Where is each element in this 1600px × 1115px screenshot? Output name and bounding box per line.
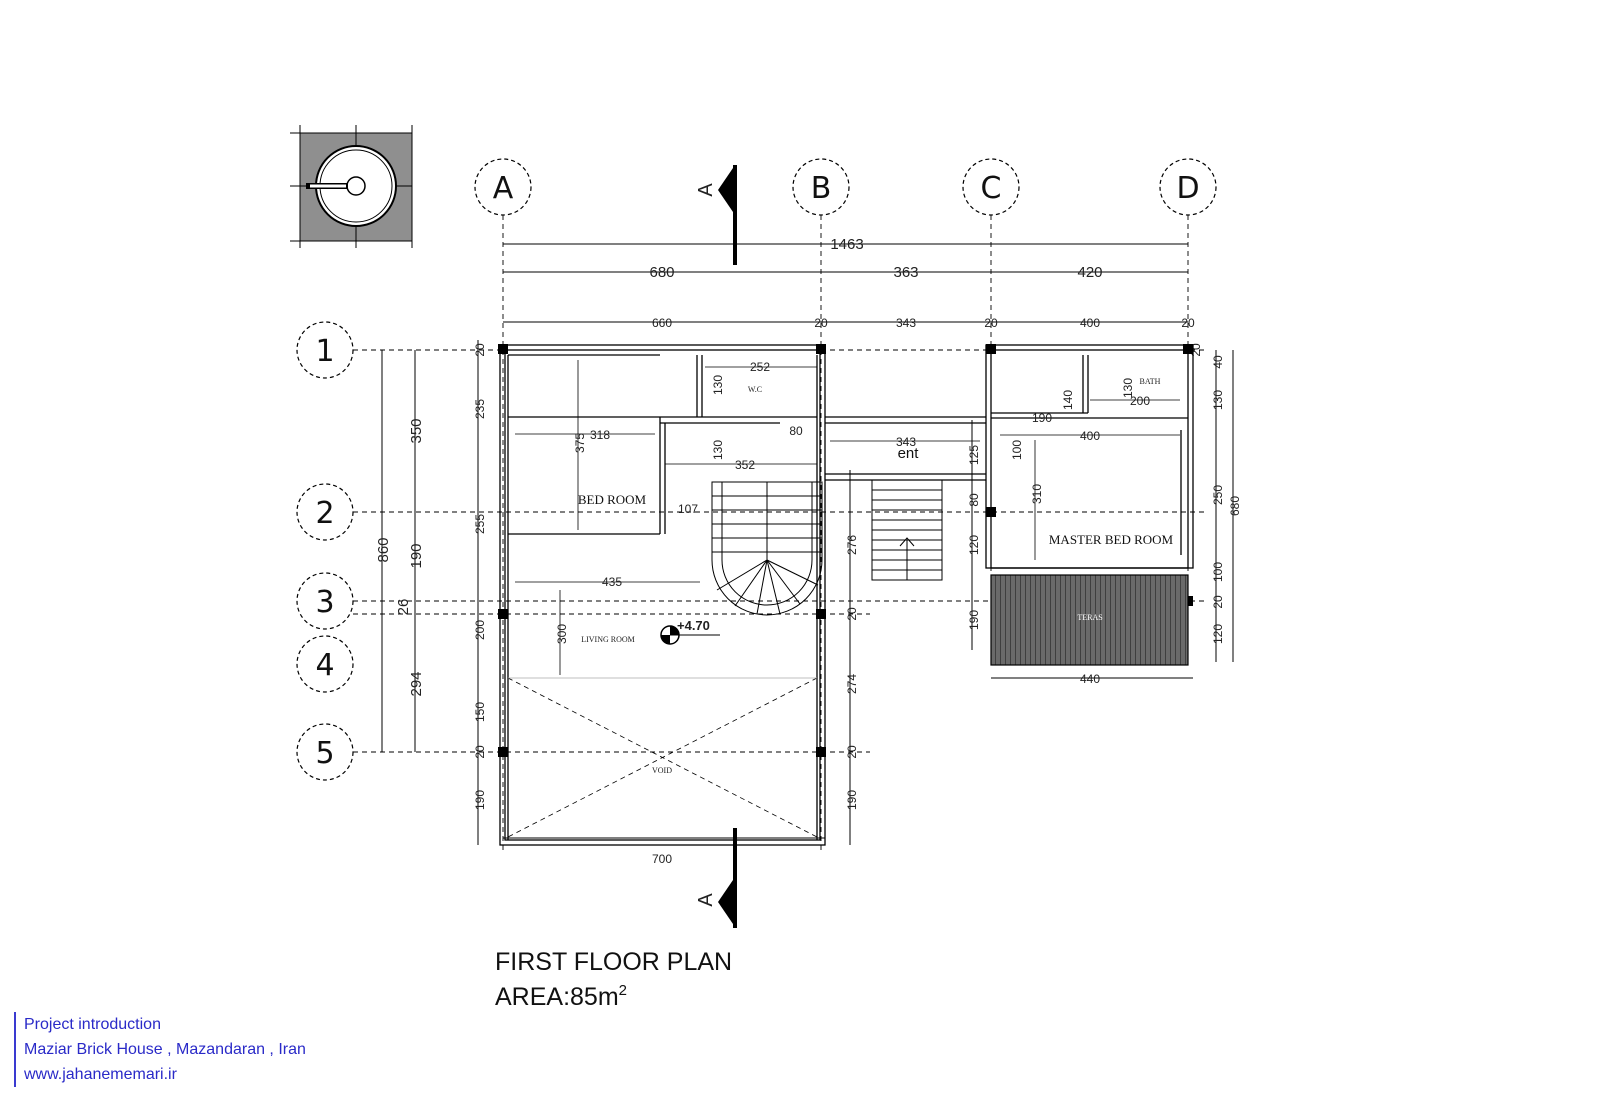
dim-bay-cd: 420 — [1077, 264, 1102, 281]
section-cut-bottom-icon — [718, 828, 737, 928]
north-arrow-icon — [290, 125, 413, 248]
dim-left-45: 294 — [408, 671, 425, 696]
dim-c-190: 190 — [967, 610, 981, 630]
dim-ent-width: 343 — [896, 435, 916, 449]
plan-area: AREA:85m2 — [495, 982, 627, 1011]
level-value: +4.70 — [677, 618, 710, 633]
dim-stair-width: 352 — [735, 458, 755, 472]
dim-bay-bc: 363 — [893, 264, 918, 281]
dim-inner-ab: 660 — [652, 316, 672, 330]
dim-living-width: 435 — [602, 575, 622, 589]
dim-master-100: 100 — [1010, 440, 1024, 460]
dim-wall-c: 20 — [984, 316, 998, 330]
dim-right-274: 274 — [845, 674, 859, 694]
grid-label-c: C — [981, 171, 1002, 206]
grid-row-bubbles — [296, 321, 354, 781]
dim-right-wall: 20 — [845, 607, 859, 621]
grid-label-a: A — [493, 171, 514, 206]
interior-dimension-lines — [515, 360, 1180, 675]
dim-left-total: 860 — [375, 537, 392, 562]
dim-bath-width: 200 — [1130, 394, 1150, 408]
dim-inner-cd: 400 — [1080, 316, 1100, 330]
dim-left-34: 26 — [395, 599, 412, 616]
terrace-hatch — [990, 574, 1189, 666]
section-cut-top-icon — [718, 165, 737, 265]
dim-bath-depth: 130 — [1121, 378, 1135, 398]
grid-label-1: 1 — [315, 334, 334, 369]
grid-label-b: B — [811, 171, 832, 206]
dim-inner-bc: 343 — [896, 316, 916, 330]
grid-column-bubbles — [474, 158, 1217, 216]
dim-right-190: 190 — [845, 790, 859, 810]
dim-right-276: 276 — [845, 535, 859, 555]
spiral-staircase — [711, 481, 823, 616]
footer-link[interactable]: www.jahanememari.ir — [24, 1066, 177, 1083]
room-label-wc: W.C — [748, 385, 762, 394]
dim-d-250: 250 — [1211, 485, 1225, 505]
grid-label-2: 2 — [315, 496, 334, 531]
dim-master-140: 140 — [1061, 390, 1075, 410]
dim-d-40: 40 — [1211, 355, 1225, 369]
room-label-terrace: TERAS — [1077, 613, 1102, 622]
dim-wc-width: 252 — [750, 360, 770, 374]
footer-line-2: Maziar Brick House , Mazandaran , Iran — [24, 1041, 306, 1058]
room-label-void: VOID — [652, 766, 672, 775]
room-label-master: MASTER BED ROOM — [1049, 532, 1174, 547]
dim-c-125: 125 — [967, 445, 981, 465]
room-label-bed: BED ROOM — [578, 492, 647, 507]
dim-left-e: 190 — [473, 790, 487, 810]
dim-living-depth: 300 — [555, 624, 569, 644]
dim-wall-1: 20 — [473, 343, 487, 357]
project-footer: Project introduction Maziar Brick House … — [14, 1012, 306, 1087]
room-label-ent: ent — [898, 445, 920, 462]
dim-wall-b: 20 — [814, 316, 828, 330]
dim-wall-5: 20 — [473, 745, 487, 759]
dim-master-190: 190 — [1032, 411, 1052, 425]
grid-label-3: 3 — [315, 585, 334, 620]
dim-terrace-width: 440 — [1080, 672, 1100, 686]
dim-left-12: 350 — [408, 418, 425, 443]
dim-bed-width: 318 — [590, 428, 610, 442]
dim-left-d: 150 — [473, 702, 487, 722]
dim-master-310: 310 — [1030, 484, 1044, 504]
left-dimension-lines — [381, 340, 1234, 845]
dim-left-23: 190 — [408, 543, 425, 568]
walls — [499, 344, 1194, 846]
grid-label-d: D — [1176, 171, 1199, 206]
dim-c-120: 120 — [967, 535, 981, 555]
dim-left-b: 255 — [473, 514, 487, 534]
dim-d-130: 130 — [1211, 390, 1225, 410]
dim-master-width: 400 — [1080, 429, 1100, 443]
straight-staircase — [871, 479, 943, 581]
dim-wc-door: 80 — [789, 424, 803, 438]
dim-stair-depth: 130 — [711, 440, 725, 460]
level-marker-icon — [660, 625, 720, 645]
dim-d-120: 120 — [1211, 624, 1225, 644]
footer-line-1: Project introduction — [24, 1016, 161, 1033]
dim-right-wall-5: 20 — [845, 745, 859, 759]
dim-c-80: 80 — [967, 493, 981, 507]
dim-d-100: 100 — [1211, 562, 1225, 582]
top-dimension-lines — [503, 243, 1193, 839]
dim-overall: 1463 — [830, 236, 863, 253]
dim-bed-depth: 375 — [573, 433, 587, 453]
section-label-bottom: A — [695, 893, 717, 907]
dim-d-20: 20 — [1211, 595, 1225, 609]
dim-d-total: 680 — [1228, 496, 1242, 516]
dim-wc-depth: 130 — [711, 375, 725, 395]
dim-left-c: 200 — [473, 620, 487, 640]
section-label-top: A — [695, 183, 717, 197]
dim-bay-ab: 680 — [649, 264, 674, 281]
void-area — [507, 677, 818, 838]
grid-label-5: 5 — [315, 736, 334, 771]
dim-gap: 107 — [678, 502, 698, 516]
room-label-living: LIVING ROOM — [581, 635, 635, 644]
dim-wall-d: 20 — [1181, 316, 1195, 330]
room-label-bath: BATH — [1140, 377, 1161, 386]
plan-title: FIRST FLOOR PLAN — [495, 948, 732, 976]
dim-left-a: 235 — [473, 399, 487, 419]
grid-label-4: 4 — [315, 648, 334, 683]
dim-bottom: 700 — [652, 852, 672, 866]
